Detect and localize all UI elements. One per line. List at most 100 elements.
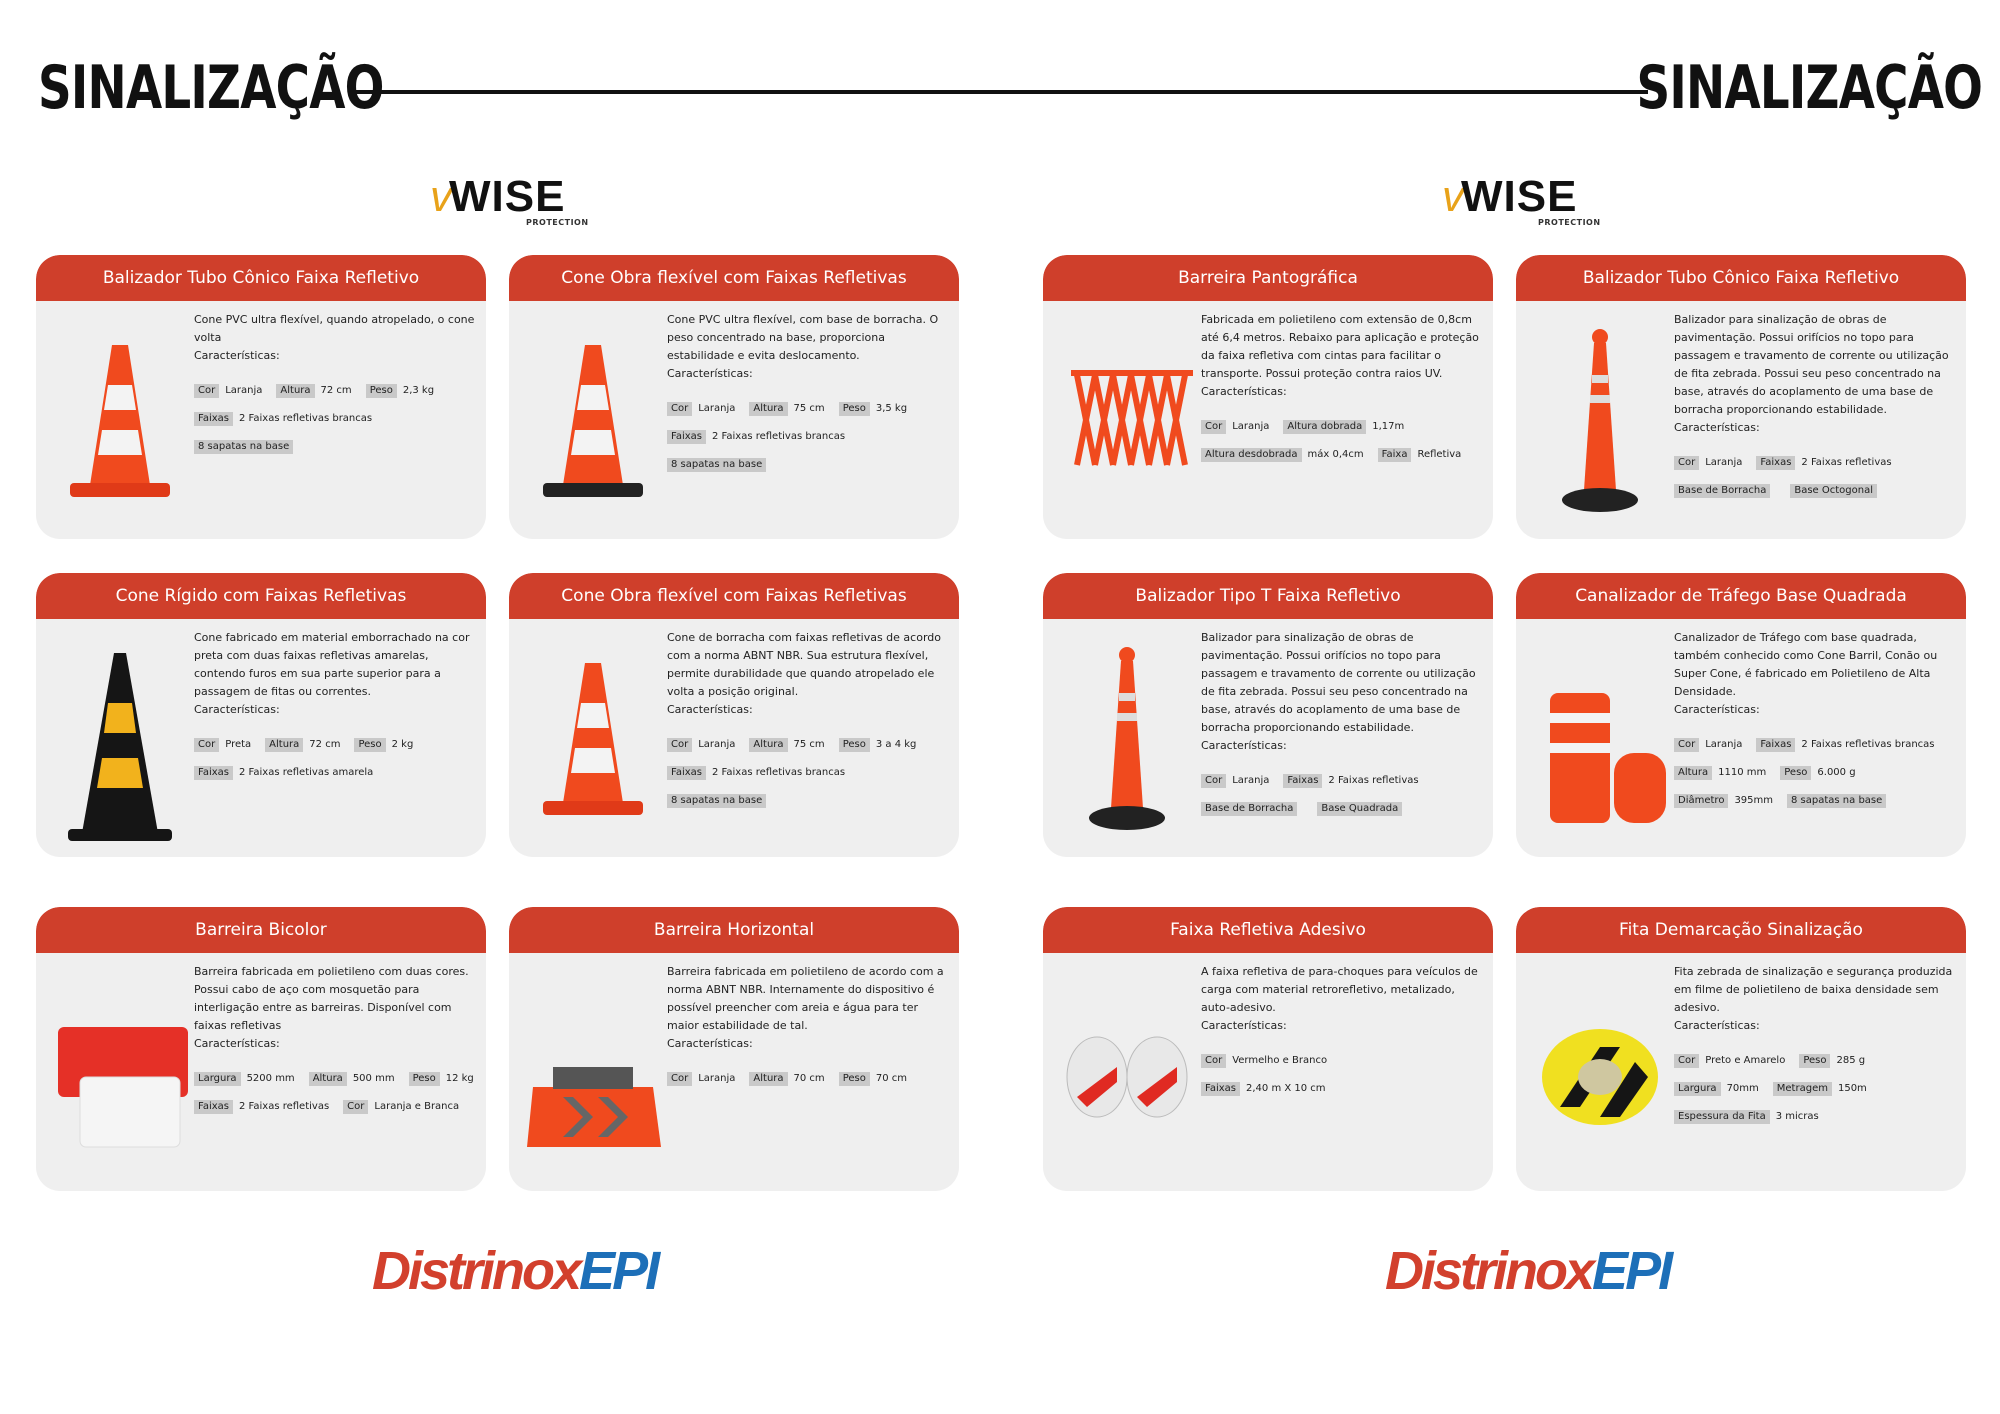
product-title: Barreira Bicolor — [36, 907, 486, 953]
spec-value: 1,17m — [1372, 421, 1405, 432]
spec-value: 2 Faixas refletivas brancas — [712, 767, 846, 778]
product-image — [523, 633, 663, 843]
distrinox-logo-left: DistrinoxEPI — [372, 1241, 660, 1301]
product-title: Barreira Pantográfica — [1043, 255, 1493, 301]
spec-key: Altura dobrada — [1283, 420, 1367, 434]
spec-key: Largura — [1674, 1082, 1721, 1096]
spec-key: 8 sapatas na base — [194, 440, 294, 454]
spec-item: Largura 70mm — [1674, 1080, 1759, 1098]
product-description: Cone de borracha com faixas refletivas d… — [667, 631, 941, 698]
spec-value: 5200 mm — [246, 1073, 295, 1084]
spec-value: 12 kg — [445, 1073, 474, 1084]
product-title: Balizador Tubo Cônico Faixa Refletivo — [36, 255, 486, 301]
spec-key: Altura — [749, 402, 788, 416]
spec-value: 70mm — [1726, 1083, 1759, 1094]
spec-key: Base Quadrada — [1317, 802, 1403, 816]
product-card: Cone Obra flexível com Faixas Refletivas… — [509, 255, 959, 539]
spec-item: Faixas 2 Faixas refletivas brancas — [667, 764, 845, 782]
spec-key: Faixa — [1377, 448, 1412, 462]
spec-row: Base de Borracha Base Quadrada — [1201, 795, 1485, 823]
spec-value: 72 cm — [320, 385, 352, 396]
product-card: Balizador Tipo T Faixa Refletivo Balizad… — [1043, 573, 1493, 857]
spec-value: 3 micras — [1775, 1111, 1819, 1122]
product-title: Cone Obra flexível com Faixas Refletivas — [509, 255, 959, 301]
spec-key: Faixas — [667, 766, 706, 780]
spec-row: 8 sapatas na base — [194, 433, 478, 461]
spec-value: 2 Faixas refletivas brancas — [1801, 739, 1935, 750]
spec-value: Laranja e Branca — [374, 1101, 460, 1112]
spec-key: Peso — [838, 402, 870, 416]
product-description: Fabricada em polietileno com extensão de… — [1201, 313, 1479, 380]
spec-value: 395mm — [1734, 795, 1774, 806]
spec-key: Cor — [1201, 774, 1227, 788]
product-image — [1530, 315, 1670, 525]
spec-item: Base Quadrada — [1317, 802, 1408, 816]
spec-key: Cor — [343, 1100, 369, 1114]
spec-value: máx 0,4cm — [1307, 449, 1364, 460]
spec-key: Cor — [1674, 456, 1700, 470]
spec-row: 8 sapatas na base — [667, 451, 951, 479]
product-title: Faixa Refletiva Adesivo — [1043, 907, 1493, 953]
product-image — [50, 633, 190, 843]
product-card: Cone Rígido com Faixas Refletivas Cone f… — [36, 573, 486, 857]
spec-row: Base de Borracha Base Octogonal — [1674, 477, 1958, 505]
spec-item: Base Octogonal — [1790, 484, 1883, 498]
spec-key: Base de Borracha — [1674, 484, 1771, 498]
spec-value: 3,5 kg — [875, 403, 908, 414]
characteristics-label: Características: — [667, 703, 753, 716]
spec-item: Base de Borracha — [1201, 802, 1303, 816]
spec-value: Laranja — [225, 385, 263, 396]
product-image — [1057, 315, 1197, 525]
characteristics-label: Características: — [1674, 421, 1760, 434]
characteristics-label: Características: — [667, 367, 753, 380]
spec-key: Altura — [749, 738, 788, 752]
spec-key: Base de Borracha — [1201, 802, 1298, 816]
product-card: Fita Demarcação Sinalização Fita zebrada… — [1516, 907, 1966, 1191]
characteristics-label: Características: — [194, 1037, 280, 1050]
spec-key: Faixas — [194, 412, 233, 426]
spec-key: 8 sapatas na base — [1787, 794, 1887, 808]
product-details: A faixa refletiva de para-choques para v… — [1201, 963, 1485, 1103]
product-details: Cone de borracha com faixas refletivas d… — [667, 629, 951, 815]
spec-key: Faixas — [1283, 774, 1323, 788]
spec-value: 3 a 4 kg — [875, 739, 917, 750]
product-description: Cone fabricado em material emborrachado … — [194, 631, 470, 698]
spec-key: Faixas — [1201, 1082, 1240, 1096]
spec-value: Laranja — [1232, 421, 1270, 432]
spec-key: 8 sapatas na base — [667, 458, 767, 472]
spec-value: Laranja — [698, 403, 736, 414]
spec-value: 70 cm — [875, 1073, 907, 1084]
